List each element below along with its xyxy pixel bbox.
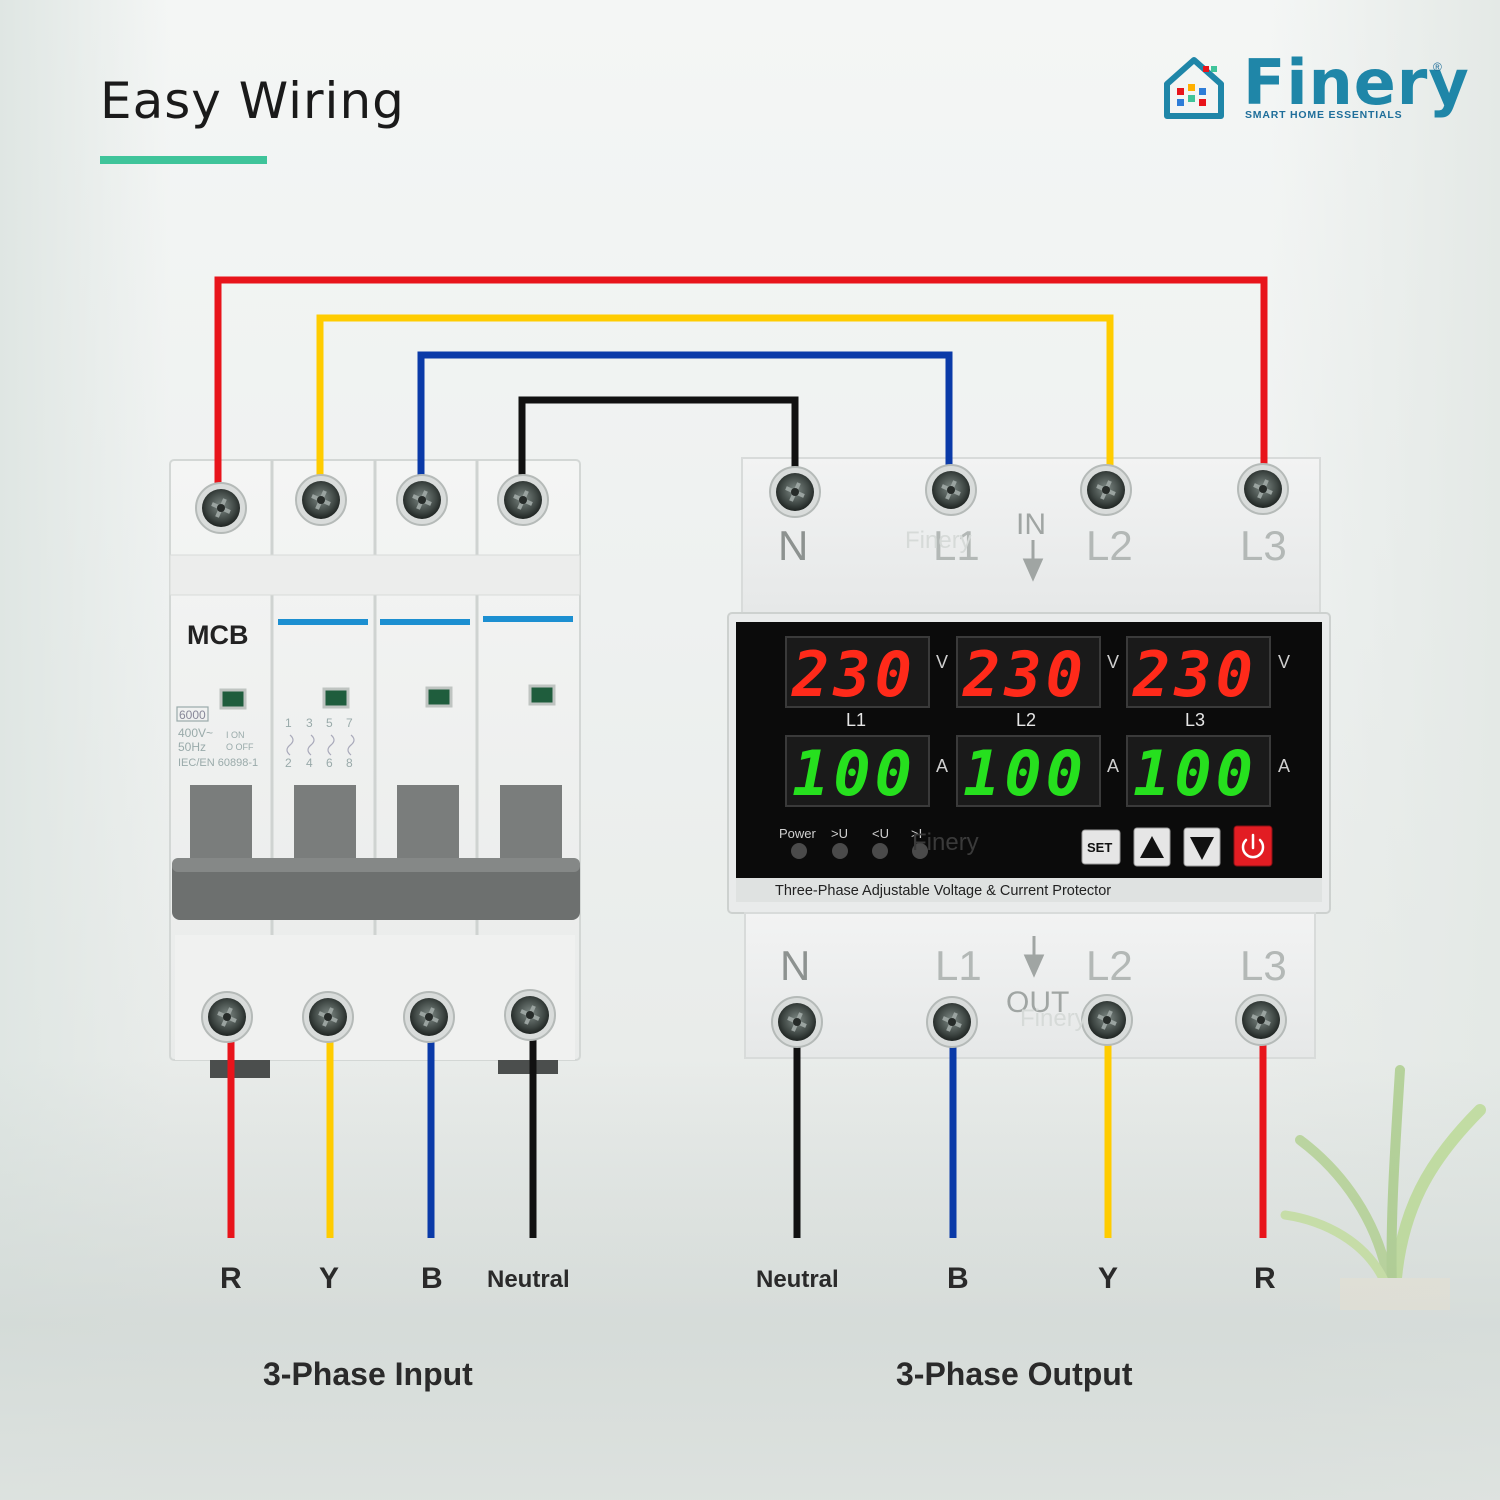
current-unit-2: A [1107, 756, 1119, 776]
phase-label-l2: L2 [1016, 710, 1036, 730]
wire-red-top [214, 276, 1268, 495]
bottom-wires [227, 1040, 1267, 1238]
indicator-under-voltage: <U [872, 826, 889, 841]
protector-bottom-label-l3: L3 [1240, 942, 1287, 989]
up-arrow-icon [1140, 836, 1164, 858]
panel-watermark: Finery [912, 829, 979, 856]
down-arrow-icon [1190, 837, 1214, 860]
phase-label-l1: L1 [846, 710, 866, 730]
output-label-neutral: Neutral [756, 1266, 839, 1293]
protector-bottom-label-l1: L1 [935, 942, 982, 989]
output-label-y: Y [1098, 1262, 1119, 1295]
wire-black-top [518, 396, 799, 495]
voltage-display-l3: 230 [1132, 638, 1257, 711]
input-label-b: B [421, 1262, 443, 1295]
brand-name: Finery [1243, 46, 1470, 119]
home-icon [1164, 57, 1224, 119]
mcb-off-label: O OFF [226, 742, 254, 752]
in-label: IN [1016, 508, 1046, 541]
voltage-unit-2: V [1107, 652, 1119, 672]
phase-label-l3: L3 [1185, 710, 1205, 730]
watermark-top: Finery [905, 527, 972, 554]
current-unit-3: A [1278, 756, 1290, 776]
mcb-label: MCB [187, 620, 249, 650]
current-display-l2: 100 [963, 737, 1087, 810]
title-underline [100, 156, 267, 164]
mcb-on-label: I ON [226, 730, 245, 740]
output-label-b: B [947, 1262, 969, 1295]
product-name: Three-Phase Adjustable Voltage & Current… [775, 883, 1111, 899]
indicator-over-current: >I [911, 826, 922, 841]
voltage-unit-1: V [936, 652, 948, 672]
mcb-terminal-numbers: 1 3 5 7 2 4 6 8 [285, 716, 355, 770]
protector-device [727, 457, 1331, 1059]
protector-top-label-l2: L2 [1086, 522, 1133, 569]
background-floor [0, 1060, 1500, 1500]
output-section-label: 3-Phase Output [896, 1356, 1133, 1392]
protector-bottom-label-l2: L2 [1086, 942, 1133, 989]
down-button[interactable] [1183, 827, 1221, 867]
brand-tagline: SMART HOME ESSENTIALS [1245, 109, 1403, 121]
mcb-device [169, 459, 581, 1078]
mcb-terminal-bottom-2: 2 [285, 756, 292, 770]
mcb-terminal-top-5: 5 [326, 716, 333, 730]
power-icon [1241, 833, 1265, 859]
mcb-terminal-bottom-6: 6 [326, 756, 333, 770]
up-button[interactable] [1133, 827, 1171, 867]
registered-mark: ® [1433, 60, 1442, 74]
out-arrow-icon [1023, 936, 1045, 978]
mcb-rating: 6000 [179, 708, 206, 722]
current-display-l3: 100 [1133, 737, 1257, 810]
input-section-label: 3-Phase Input [263, 1356, 473, 1392]
plant-decoration [1280, 1065, 1486, 1310]
mcb-terminal-bottom-8: 8 [346, 756, 353, 770]
wire-blue-top [417, 351, 953, 495]
in-arrow-icon [1022, 540, 1044, 582]
mcb-standard: IEC/EN 60898-1 [178, 757, 258, 769]
output-label-r: R [1254, 1262, 1276, 1295]
indicator-power: Power [779, 826, 817, 841]
mcb-voltage: 400V~ [178, 726, 213, 740]
brand-logo: Finery SMART HOME ESSENTIALS ® [1163, 46, 1469, 124]
voltage-unit-3: V [1278, 652, 1290, 672]
mcb-terminal-bottom-4: 4 [306, 756, 313, 770]
watermark-bottom: Finery [1020, 1005, 1087, 1032]
power-button[interactable] [1233, 825, 1273, 867]
mcb-frequency: 50Hz [178, 740, 206, 754]
wire-yellow-top [316, 314, 1114, 495]
mcb-terminal-top-3: 3 [306, 716, 313, 730]
mcb-terminal-top-1: 1 [285, 716, 292, 730]
top-wires [214, 276, 1268, 495]
current-display-l1: 100 [792, 737, 916, 810]
set-button-label: SET [1087, 840, 1112, 855]
mcb-terminal-top-7: 7 [346, 716, 353, 730]
protector-top-label-n: N [778, 522, 808, 569]
out-label: OUT [1006, 986, 1069, 1019]
input-label-r: R [220, 1262, 242, 1295]
voltage-display-l2: 230 [962, 638, 1087, 711]
set-button[interactable]: SET [1081, 829, 1121, 865]
protector-bottom-label-n: N [780, 942, 810, 989]
current-unit-1: A [936, 756, 948, 776]
page-title: Easy Wiring [100, 72, 405, 130]
input-label-y: Y [319, 1262, 340, 1295]
protector-top-label-l3: L3 [1240, 522, 1287, 569]
indicator-over-voltage: >U [831, 826, 848, 841]
input-label-neutral: Neutral [487, 1266, 570, 1293]
voltage-display-l1: 230 [791, 638, 916, 711]
protector-top-label-l1: L1 [933, 522, 980, 569]
